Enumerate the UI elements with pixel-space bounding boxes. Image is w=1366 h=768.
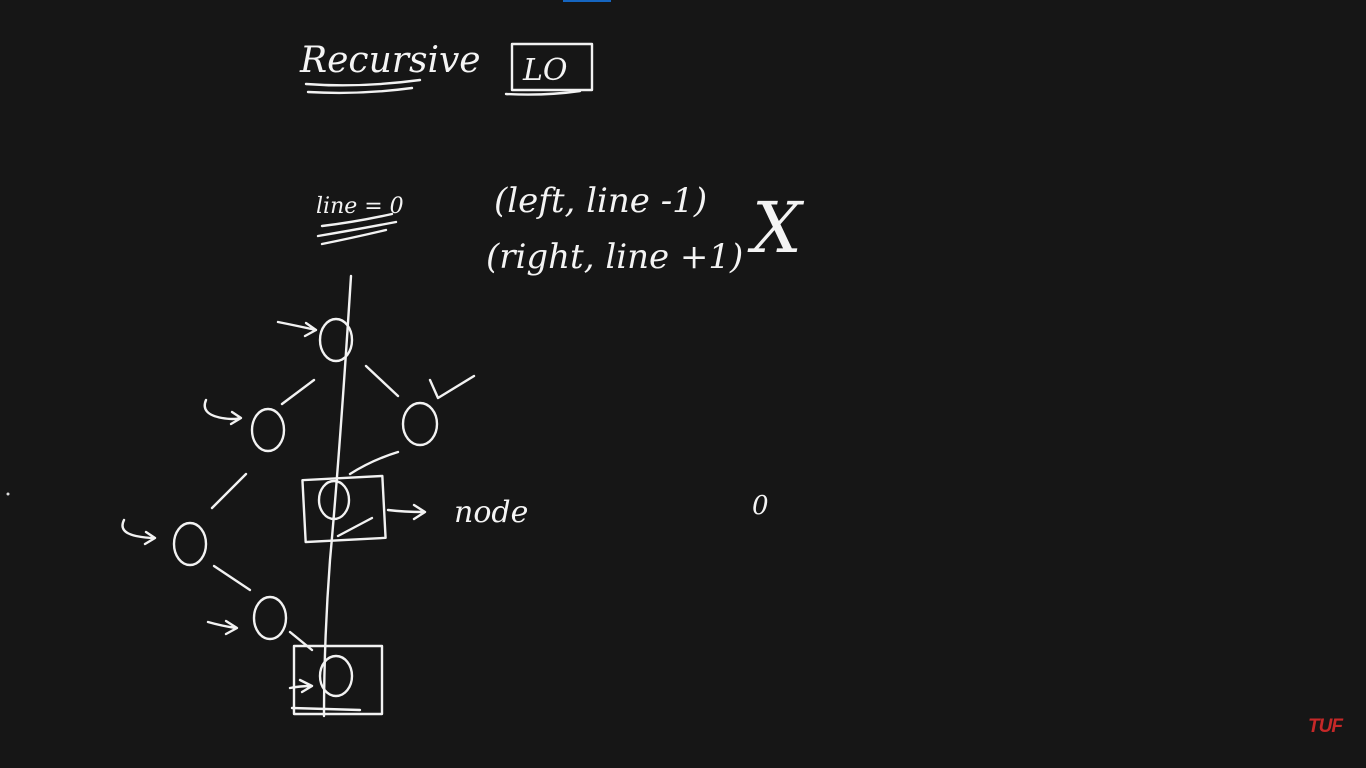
right-node bbox=[401, 401, 439, 447]
leftleft-node-arrow bbox=[121, 518, 157, 546]
lower-node-arrow bbox=[206, 619, 239, 636]
call-right-text: (right, line +1) bbox=[486, 237, 743, 277]
leftleft-node bbox=[172, 521, 208, 567]
bottom-box-frame bbox=[292, 644, 384, 716]
level-underline-3 bbox=[320, 228, 388, 246]
edge-leftleft-next bbox=[212, 564, 252, 592]
title-box-underline bbox=[504, 89, 582, 96]
title-box-text: LO bbox=[522, 53, 568, 88]
boxed-node-circle bbox=[317, 479, 351, 521]
vertical-line bbox=[322, 274, 353, 718]
boxed-node-frame bbox=[301, 474, 387, 544]
edge-left-leftleft bbox=[210, 472, 248, 510]
title-box bbox=[510, 42, 594, 92]
boxed-node-strike bbox=[336, 516, 374, 538]
bottom-box-circle bbox=[318, 654, 354, 698]
level-underline-2 bbox=[316, 220, 398, 238]
stray-dot bbox=[6, 492, 10, 496]
edge-root-left bbox=[280, 378, 316, 406]
root-arrow bbox=[276, 320, 318, 338]
bottom-box-stroke bbox=[290, 706, 362, 712]
edge-right-boxed bbox=[348, 450, 400, 476]
cross-mark: X bbox=[747, 187, 805, 269]
root-node bbox=[318, 317, 354, 363]
bottom-box-arrow bbox=[288, 678, 314, 694]
left-node bbox=[250, 407, 286, 453]
node-label: node bbox=[454, 495, 528, 530]
node-pointer-arrow bbox=[386, 503, 427, 521]
edge-root-right bbox=[364, 364, 400, 398]
level-underline-1 bbox=[320, 212, 394, 228]
title-text: Recursive bbox=[299, 40, 481, 81]
stray-node: 0 bbox=[752, 491, 769, 521]
left-node-arrow bbox=[203, 398, 243, 426]
call-left-text: (left, line -1) bbox=[494, 181, 707, 221]
title-underline-1 bbox=[304, 78, 422, 87]
title-underline-2 bbox=[306, 86, 414, 95]
progress-indicator bbox=[563, 0, 611, 2]
watermark-logo: TUF bbox=[1308, 716, 1343, 737]
lower-node bbox=[252, 595, 288, 641]
right-node-check-mark bbox=[428, 374, 476, 400]
